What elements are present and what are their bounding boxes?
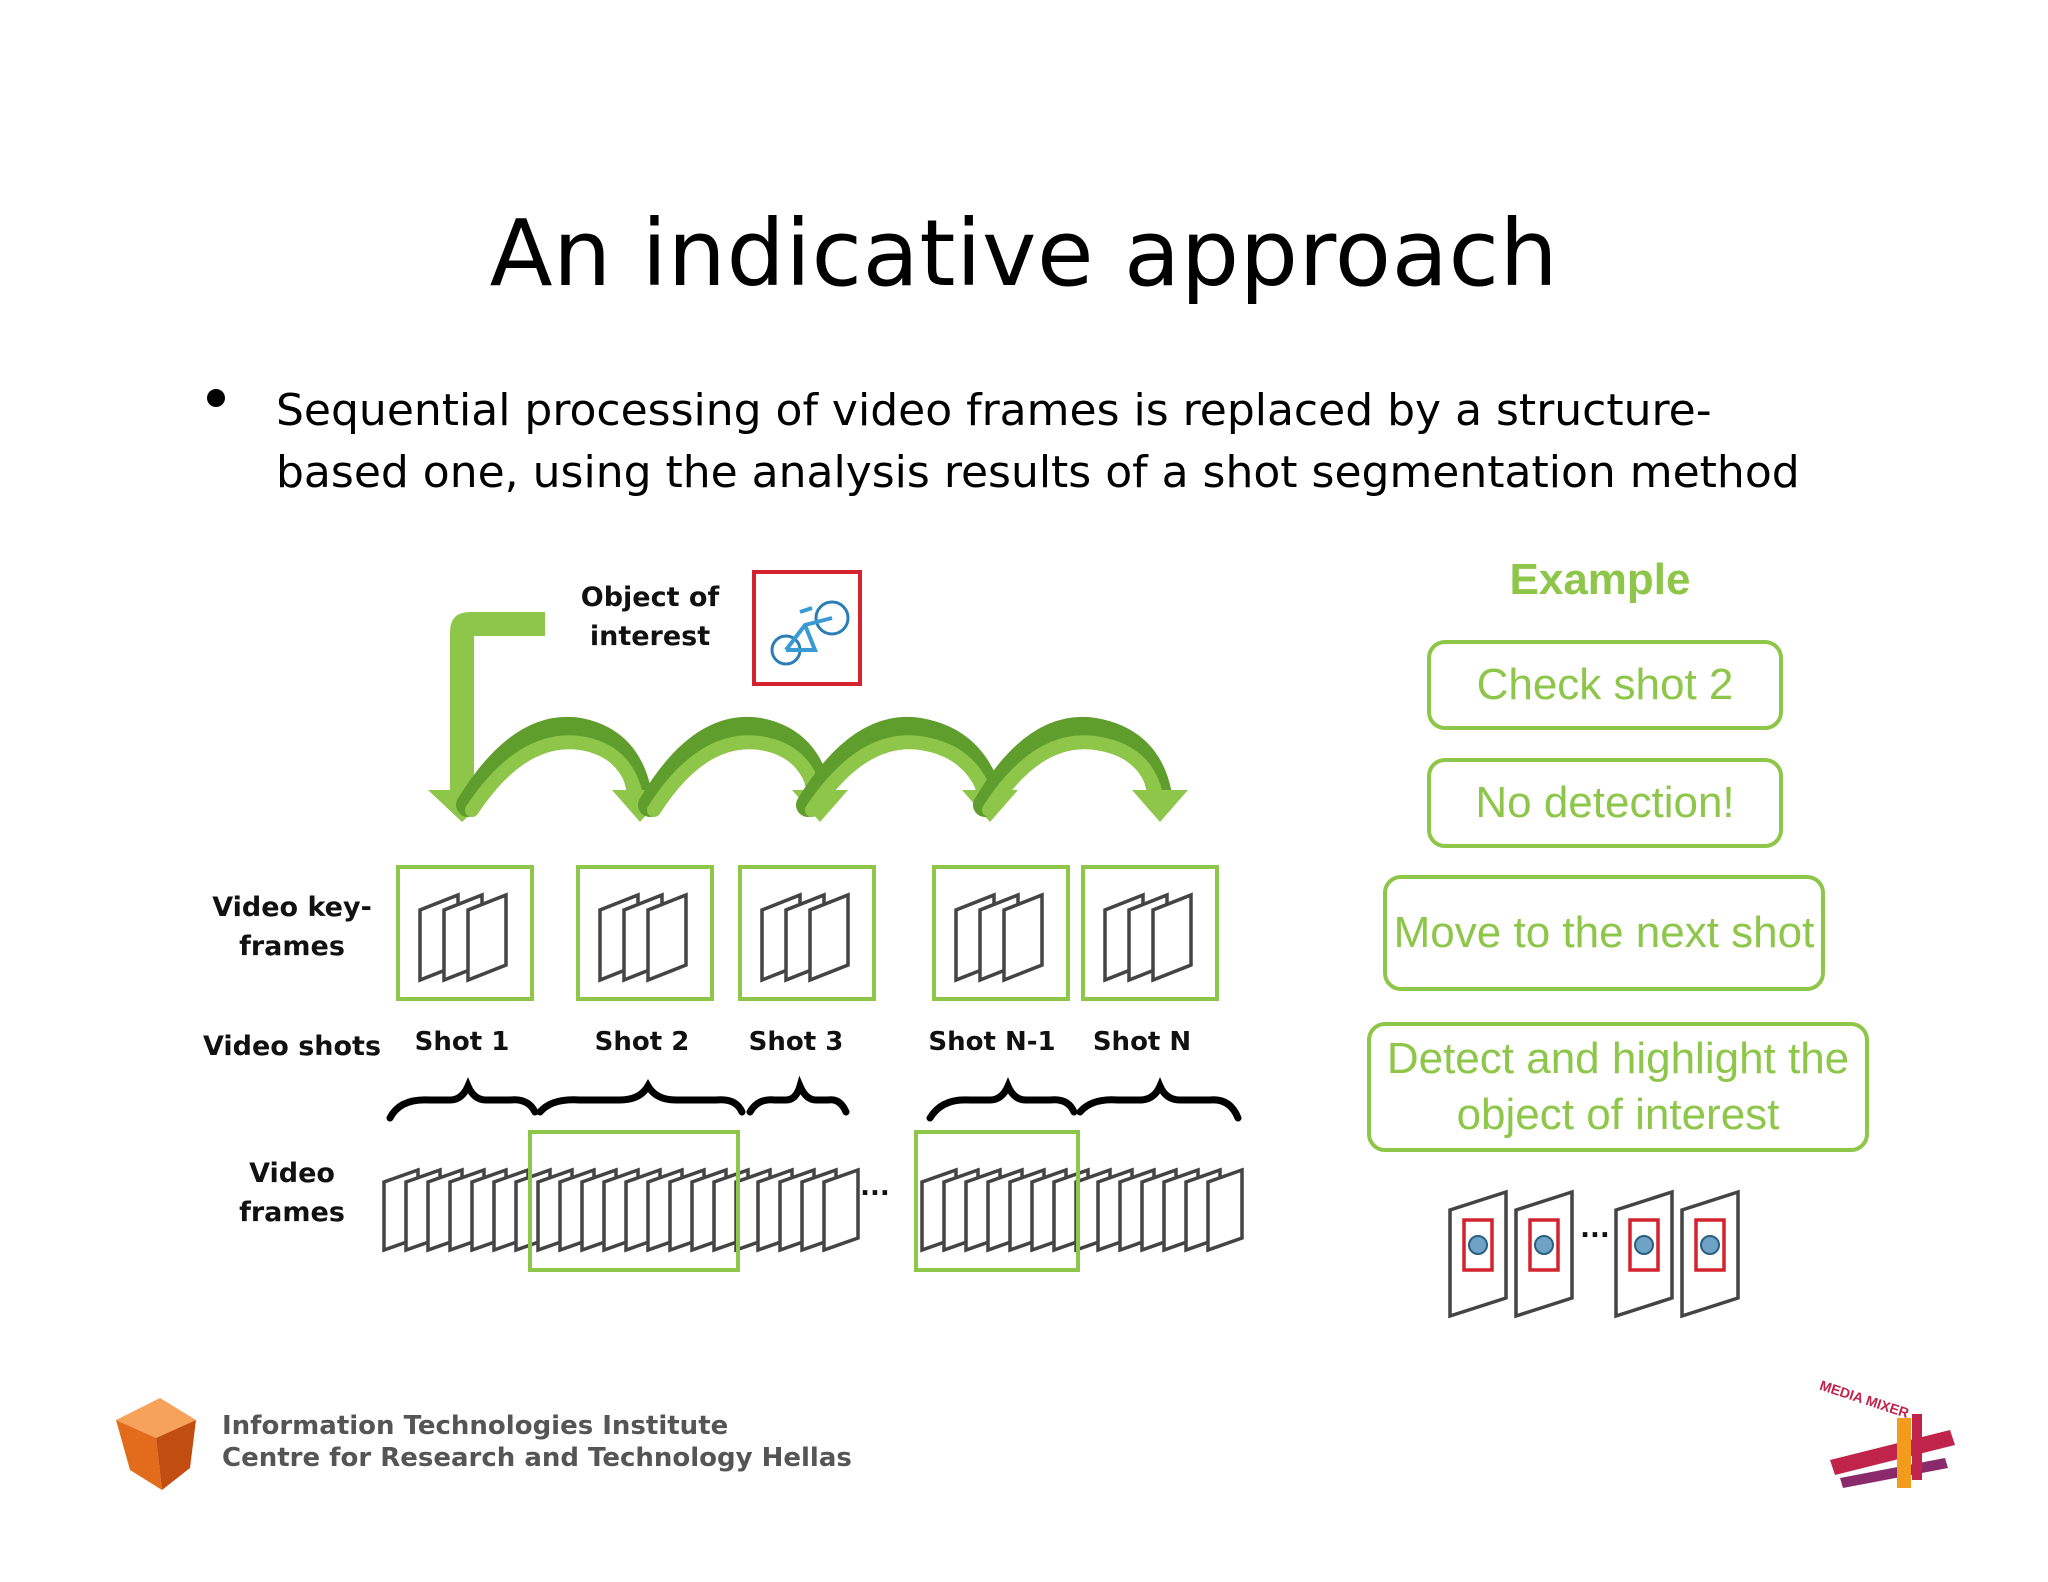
- row-label-keyframes: Video key-frames: [212, 892, 372, 962]
- frames-ellipsis: ...: [860, 1172, 890, 1202]
- result-frames: [1448, 1189, 1740, 1319]
- iti-logo-icon: [116, 1398, 196, 1490]
- bullet-marker: [207, 389, 225, 407]
- example-step-move-next: Move to the next shot: [1383, 875, 1825, 991]
- shot-hop-arrows: [456, 717, 1188, 822]
- shot-braces: [386, 1075, 1242, 1122]
- example-title: Example: [1509, 555, 1691, 604]
- example-step-move-next-text: Move to the next shot: [1393, 908, 1815, 957]
- video-frames: [382, 1167, 1244, 1253]
- footer-line-1: Information Technologies Institute: [222, 1411, 729, 1441]
- footer-institute: Information Technologies Institute Centr…: [222, 1410, 852, 1474]
- object-of-interest-label: Object of interest: [580, 582, 720, 652]
- shot-label-3: Shot 3: [748, 1027, 844, 1057]
- example-step-detect-highlight: Detect and highlight the object of inter…: [1367, 1022, 1869, 1152]
- frame-highlight-boxes: [528, 1130, 1080, 1272]
- example-step-check-shot-text: Check shot 2: [1476, 660, 1734, 709]
- example-step-check-shot: Check shot 2: [1427, 640, 1783, 730]
- shot-label-n: Shot N: [1092, 1027, 1192, 1057]
- media-mixer-logo-icon: [1830, 1414, 1955, 1488]
- result-frames-ellipsis: ...: [1580, 1214, 1610, 1244]
- example-step-detect-highlight-text: Detect and highlight the object of inter…: [1386, 1034, 1850, 1139]
- keyframe-boxes: [396, 865, 1219, 1001]
- row-label-frames: Video frames: [239, 1158, 345, 1228]
- shot-label-2: Shot 2: [594, 1027, 690, 1057]
- bullet-text: Sequential processing of video frames is…: [276, 385, 1800, 498]
- shot-label-n-minus-1: Shot N-1: [928, 1027, 1056, 1057]
- example-step-no-detection: No detection!: [1427, 758, 1783, 848]
- object-of-interest-image: [752, 570, 862, 686]
- shot-label-1: Shot 1: [414, 1027, 510, 1057]
- row-label-shots: Video shots: [202, 1031, 382, 1062]
- example-step-no-detection-text: No detection!: [1475, 778, 1735, 827]
- keyframe-stacks: [418, 892, 1193, 983]
- footer-line-2: Centre for Research and Technology Hella…: [222, 1443, 852, 1473]
- slide-title: An indicative approach: [489, 200, 1559, 307]
- object-arrow: [428, 612, 545, 822]
